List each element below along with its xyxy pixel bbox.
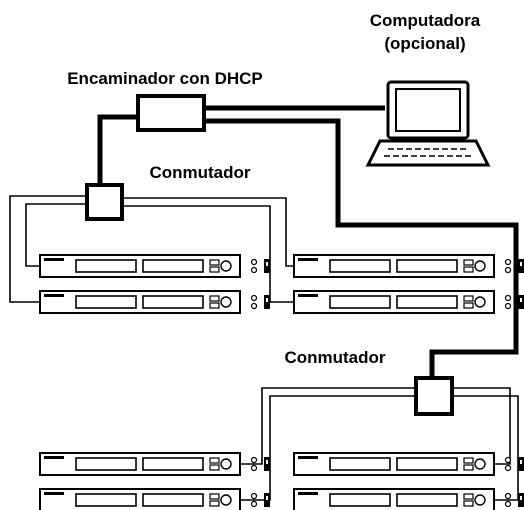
switch-box: [414, 376, 454, 416]
receiver-controls: [504, 294, 524, 310]
router-label: Encaminador con DHCP: [67, 69, 263, 88]
receiver-controls: [250, 294, 270, 310]
receiver-unit: [39, 452, 241, 476]
receiver-unit: [39, 254, 241, 278]
receiver-unit: [293, 254, 495, 278]
receiver-controls: [504, 492, 524, 508]
receiver-controls: [250, 456, 270, 472]
receiver-controls: [504, 456, 524, 472]
receiver-unit: [293, 452, 495, 476]
receiver-controls: [504, 258, 524, 274]
backbone-cables: [97, 105, 519, 378]
switch-bottom-cables: [236, 387, 519, 501]
receiver-unit: [293, 290, 495, 314]
switch-bottom-label: Conmutador: [284, 348, 385, 367]
computer-label: Computadora: [370, 11, 481, 30]
receiver-controls: [250, 258, 270, 274]
switch-box: [85, 183, 124, 221]
receiver-controls: [250, 492, 270, 508]
laptop-icon: [365, 80, 491, 167]
receiver-unit: [293, 488, 495, 510]
receiver-unit: [39, 488, 241, 510]
switch-top-cables: [9, 195, 294, 303]
router-box: [136, 94, 206, 132]
receivers-group: [39, 254, 524, 510]
switch-top-label: Conmutador: [149, 163, 250, 182]
receiver-unit: [39, 290, 241, 314]
computer-label-optional: (opcional): [384, 34, 465, 53]
